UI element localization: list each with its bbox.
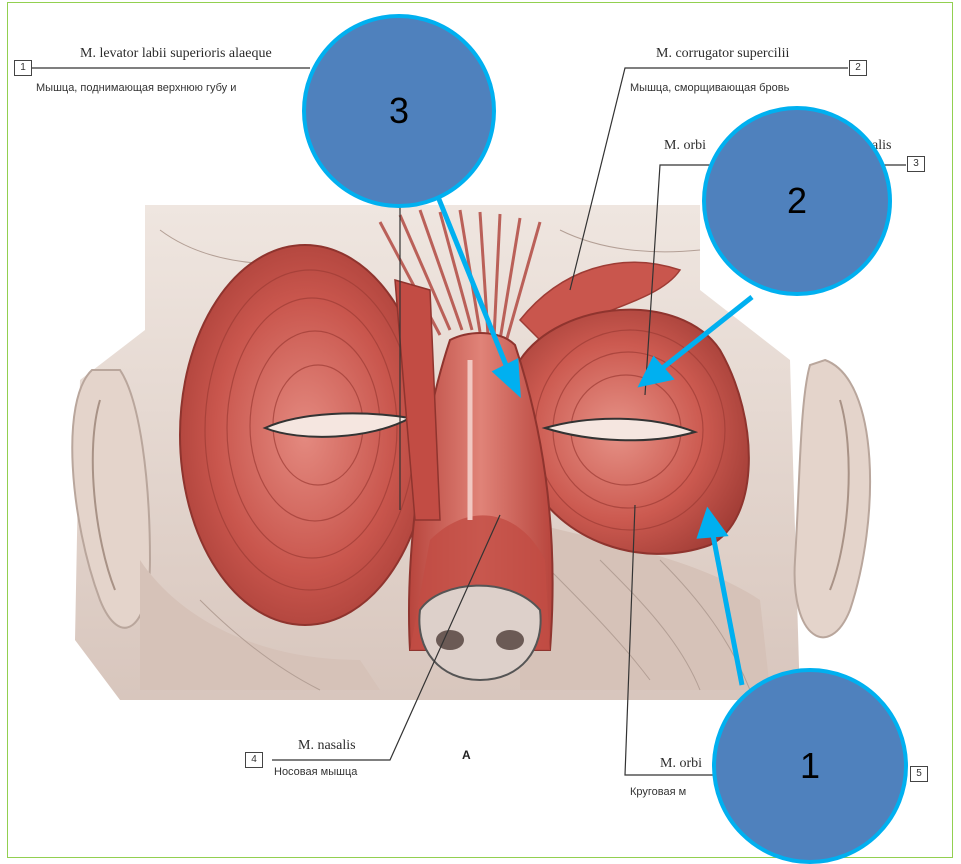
label-2-latin: M. corrugator supercilii bbox=[656, 46, 789, 62]
label-5-russian: Круговая м bbox=[630, 786, 686, 798]
label-4-russian: Носовая мышца bbox=[274, 766, 357, 778]
label-1-russian: Мышца, поднимающая верхнюю губу и bbox=[36, 82, 236, 94]
label-number-2: 2 bbox=[849, 60, 867, 76]
label-number-3: 3 bbox=[907, 156, 925, 172]
left-orbicularis-oculi bbox=[180, 245, 430, 625]
callout-bubble-2: 2 bbox=[702, 106, 892, 296]
callout-bubble-3: 3 bbox=[302, 14, 496, 208]
figure-letter: A bbox=[462, 748, 471, 762]
label-number-1: 1 bbox=[14, 60, 32, 76]
callout-bubble-1: 1 bbox=[712, 668, 908, 864]
label-4-latin: M. nasalis bbox=[298, 738, 356, 754]
label-3-latin: M. orbi bbox=[664, 138, 706, 154]
label-1-latin: M. levator labii superioris alaeque bbox=[80, 46, 272, 62]
label-number-4: 4 bbox=[245, 752, 263, 768]
label-2-russian: Мышца, сморщивающая бровь bbox=[630, 82, 789, 94]
label-number-5: 5 bbox=[910, 766, 928, 782]
label-5-latin: M. orbi bbox=[660, 756, 702, 772]
